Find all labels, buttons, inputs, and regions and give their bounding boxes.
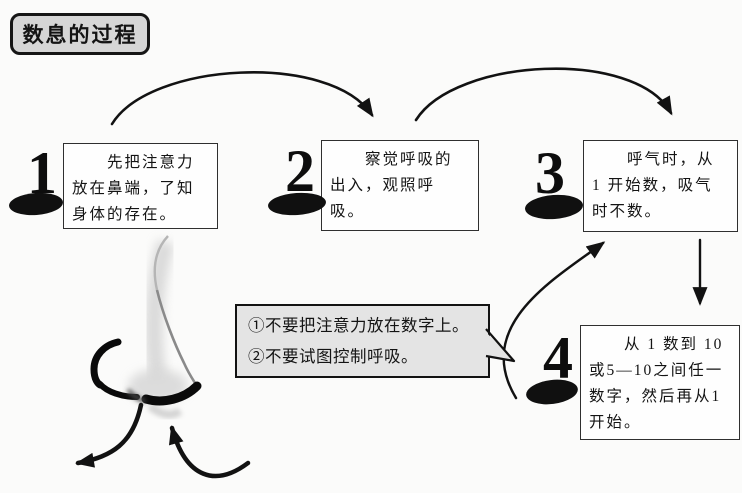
- nose-illustration: [90, 235, 202, 419]
- nose-shading: [145, 239, 175, 380]
- note-bubble: ①不要把注意力放在数字上。 ②不要试图控制呼吸。: [235, 304, 490, 378]
- under-nose-shadow: [147, 402, 183, 419]
- page-title-label: 数息的过程: [22, 24, 138, 47]
- step-3-box: 呼气时，从 1 开始数，吸气 时不数。: [583, 140, 738, 232]
- page-title: 数息的过程: [10, 13, 150, 55]
- nose-tip-shading: [128, 369, 188, 403]
- nose-bridge-lower: [155, 289, 199, 387]
- flow-arrow-2-3: [414, 67, 673, 122]
- step-4-number: 4: [543, 325, 573, 391]
- step-2-number: 2: [285, 138, 315, 204]
- step-4-box: 从 1 数到 10 或5—10之间任一 数字，然后再从1 开始。: [580, 325, 740, 440]
- left-nostril-stroke: [90, 338, 122, 389]
- step-2-box: 察觉呼吸的 出入，观照呼 吸。: [321, 140, 479, 231]
- exhale-arrow: [75, 402, 144, 468]
- left-nostril-base-stroke: [97, 381, 140, 400]
- nose-tip-stroke: [141, 381, 202, 406]
- step-3-number: 3: [535, 140, 565, 206]
- nose-bridge-upper: [153, 235, 169, 291]
- step-1-number: 1: [27, 140, 57, 206]
- step-1-box: 先把注意力 放在鼻端，了知 身体的存在。: [63, 143, 218, 229]
- flow-arrow-1-2: [110, 71, 374, 126]
- inhale-arrow: [168, 425, 251, 479]
- nostril-smudge: [126, 388, 146, 403]
